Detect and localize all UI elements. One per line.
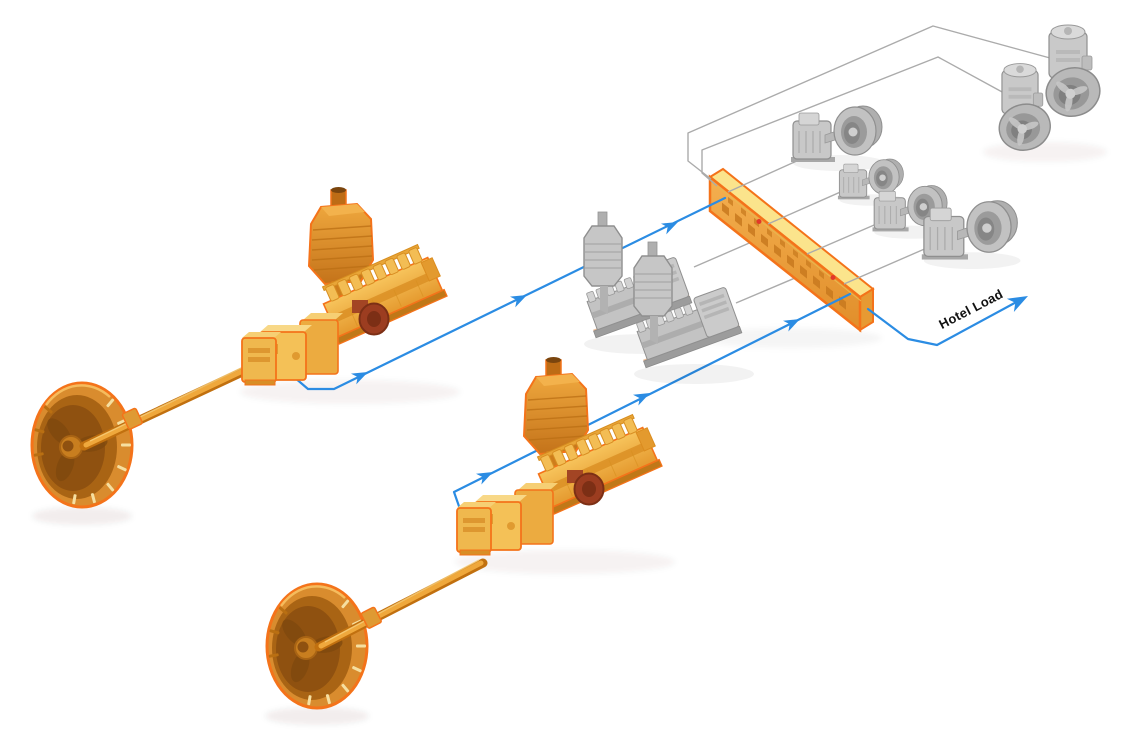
propeller-shaft xyxy=(79,355,273,451)
propulsion-line-2 xyxy=(267,357,664,708)
propeller-shaft xyxy=(314,558,488,652)
flow-arrow-icon xyxy=(660,216,681,235)
thruster-supply-cable-2 xyxy=(701,56,1005,187)
main-engine-and-gearbox-2 xyxy=(457,357,664,555)
diesel-genset-2 xyxy=(629,242,754,384)
propulsion-line-1 xyxy=(32,187,449,507)
flow-arrow-icon xyxy=(633,387,653,406)
hotel-load-line xyxy=(866,297,1024,347)
main-engine-and-gearbox-1 xyxy=(242,187,449,385)
thruster-supply-cable-1 xyxy=(687,25,1051,180)
consumer-connections xyxy=(687,25,1051,285)
flow-arrow-icon xyxy=(476,466,496,485)
motor4-cable xyxy=(843,243,937,285)
switchboard-front-face xyxy=(708,174,862,333)
hotel-load-flow: Hotel Load xyxy=(866,286,1032,347)
flow-arrow-icon xyxy=(509,289,530,308)
main-switchboard xyxy=(708,167,875,333)
shaft-coupling xyxy=(360,606,382,629)
motor-consumer-4 xyxy=(921,200,1022,270)
motor-consumer-1 xyxy=(790,105,886,172)
status-indicator-dot xyxy=(756,219,762,224)
ground-shadows xyxy=(32,142,1107,725)
hotel-load-label: Hotel Load xyxy=(936,286,1005,332)
status-indicator-dot xyxy=(830,275,836,280)
azimuth-thruster-2 xyxy=(1039,24,1107,123)
hotel-load-arrow-icon xyxy=(1006,289,1032,313)
switchboard-end-face xyxy=(859,287,874,332)
shaft-coupling xyxy=(121,407,143,430)
pto2-power-flow-line xyxy=(452,292,852,514)
